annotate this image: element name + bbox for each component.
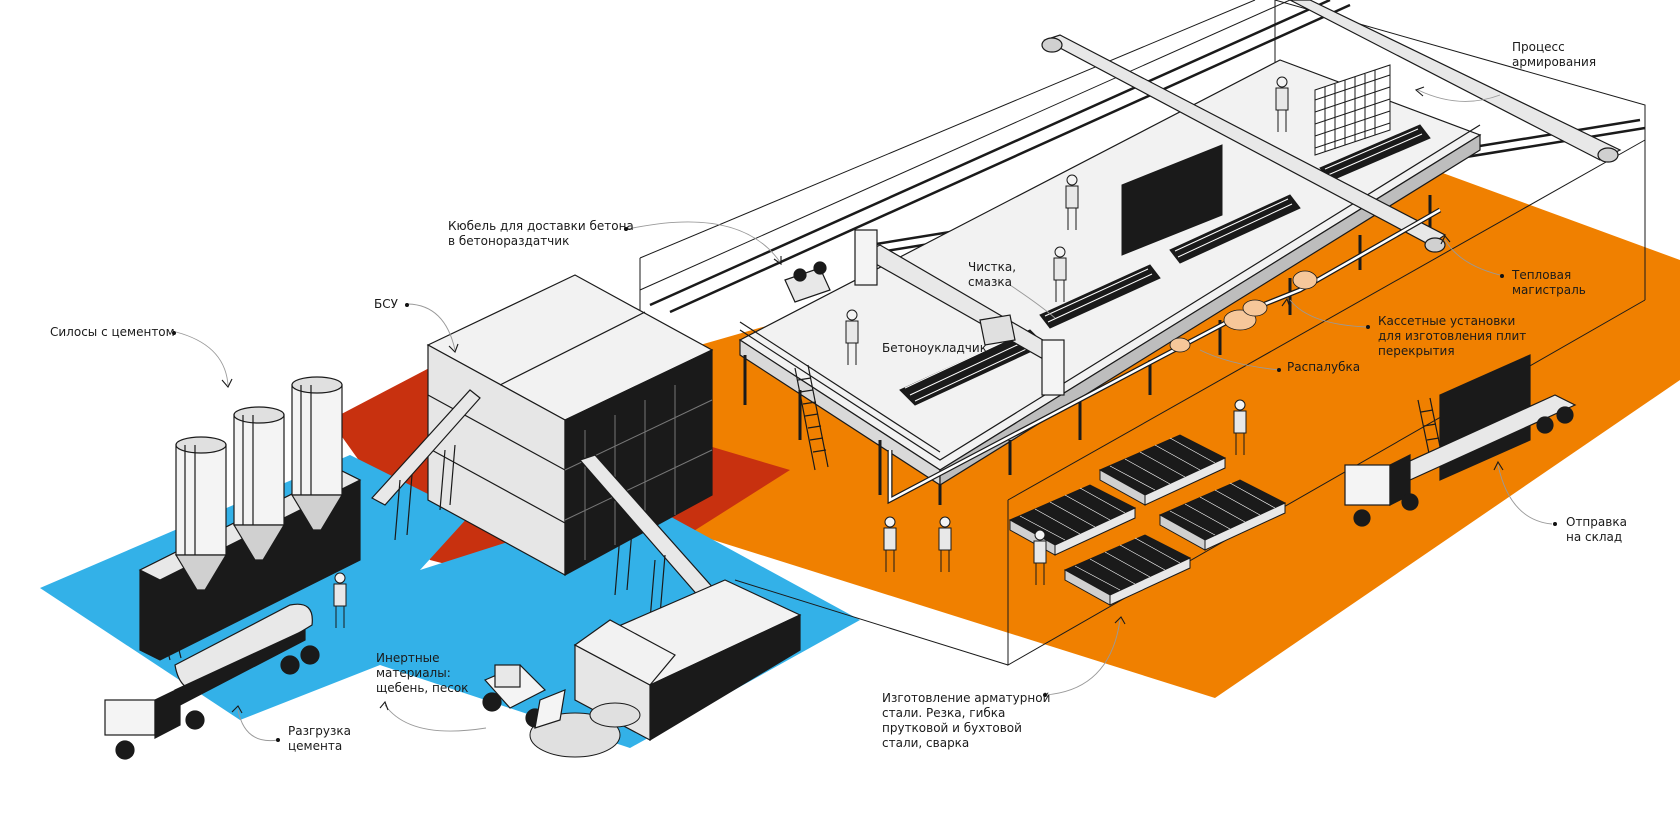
label-cleaning: Чистка, смазка (968, 260, 1016, 290)
hall-wireframe (639, 0, 1646, 666)
label-line: армирования (1512, 55, 1597, 69)
cassette-units (899, 124, 1431, 406)
label-line: Бетоноукладчик (882, 341, 987, 355)
label-formwork: Распалубка (1287, 360, 1360, 375)
label-shipping: Отправка на склад (1566, 515, 1627, 545)
worker (1033, 529, 1047, 585)
worker (1053, 246, 1067, 302)
label-bucket: Кюбель для доставки бетона в бетоноразда… (448, 219, 634, 249)
label-cassette: Кассетные установки для изготовления пли… (1378, 314, 1526, 359)
sand-pile (529, 702, 641, 758)
label-line: щебень, песок (376, 681, 469, 695)
label-paver: Бетоноукладчик (882, 341, 987, 356)
label-line: Кассетные установки (1378, 314, 1516, 328)
label-line: Изготовление арматурной (882, 691, 1051, 705)
label-dot (276, 738, 280, 742)
bsu-building (371, 274, 716, 621)
rebar-pallet (1158, 479, 1287, 551)
label-dot (624, 227, 628, 231)
cement-silos (138, 376, 362, 661)
worker (333, 572, 347, 628)
worker (883, 516, 897, 572)
label-line: Процесс (1512, 40, 1565, 54)
worker (938, 516, 952, 572)
cement-truck (104, 603, 320, 760)
standing-panels (1121, 64, 1391, 256)
label-dot (405, 303, 409, 307)
label-line: материалы: (376, 666, 451, 680)
label-cement-unload: Разгрузка цемента (288, 724, 351, 754)
worker (1275, 76, 1289, 132)
label-line: смазка (968, 275, 1012, 289)
wheel-loader (482, 664, 566, 729)
label-dot (1043, 693, 1047, 697)
label-dot (1366, 325, 1370, 329)
leader-arrows (221, 86, 1504, 714)
label-inert: Инертные материалы: щебень, песок (376, 651, 468, 696)
label-line: цемента (288, 739, 343, 753)
reinforcement-mesh (1314, 64, 1391, 156)
label-dot (1553, 522, 1557, 526)
shipping-truck (1344, 354, 1577, 527)
label-line: Инертные (376, 651, 440, 665)
label-line: стали, сварка (882, 736, 970, 750)
leader-lines (175, 89, 1553, 742)
label-line: магистраль (1512, 283, 1586, 297)
silo (232, 406, 286, 561)
label-line: стали. Резка, гибка (882, 706, 1006, 720)
label-dot (1277, 368, 1281, 372)
panel-large (1121, 144, 1223, 256)
rebar-pallet (1063, 534, 1192, 606)
worker (1233, 399, 1247, 455)
label-line: Силосы с цементом (50, 325, 175, 339)
concrete-paver (854, 229, 1065, 396)
label-line: на склад (1566, 530, 1623, 544)
label-rebar: Изготовление арматурной стали. Резка, ги… (882, 691, 1050, 751)
gantry-beams (1041, 0, 1622, 253)
silo (174, 436, 228, 591)
rebar-pallet (1098, 434, 1227, 506)
label-reinforcement: Процесс армирования (1512, 40, 1596, 70)
label-silos: Силосы с цементом (50, 325, 175, 340)
label-line: БСУ (374, 297, 398, 311)
label-dot (172, 331, 176, 335)
label-heat-main: Тепловая магистраль (1512, 268, 1586, 298)
rebar-pallets (1008, 434, 1287, 606)
silo (290, 376, 344, 531)
label-line: Чистка, (968, 260, 1017, 274)
label-line: Тепловая (1512, 268, 1572, 282)
worker (845, 309, 859, 365)
label-line: Кюбель для доставки бетона (448, 219, 634, 233)
steam-clouds (1169, 270, 1318, 353)
label-line: для изготовления плит (1378, 329, 1527, 343)
label-line: Распалубка (1287, 360, 1361, 374)
label-bsu: БСУ (374, 297, 398, 312)
label-line: Отправка (1566, 515, 1627, 529)
label-dot (1500, 274, 1504, 278)
worker (1065, 174, 1079, 230)
label-line: перекрытия (1378, 344, 1455, 358)
concrete-bucket (784, 261, 831, 303)
workers (333, 76, 1289, 628)
label-line: в бетонораздатчик (448, 234, 570, 248)
label-line: прутковой и бухтовой (882, 721, 1022, 735)
label-line: Разгрузка (288, 724, 351, 738)
